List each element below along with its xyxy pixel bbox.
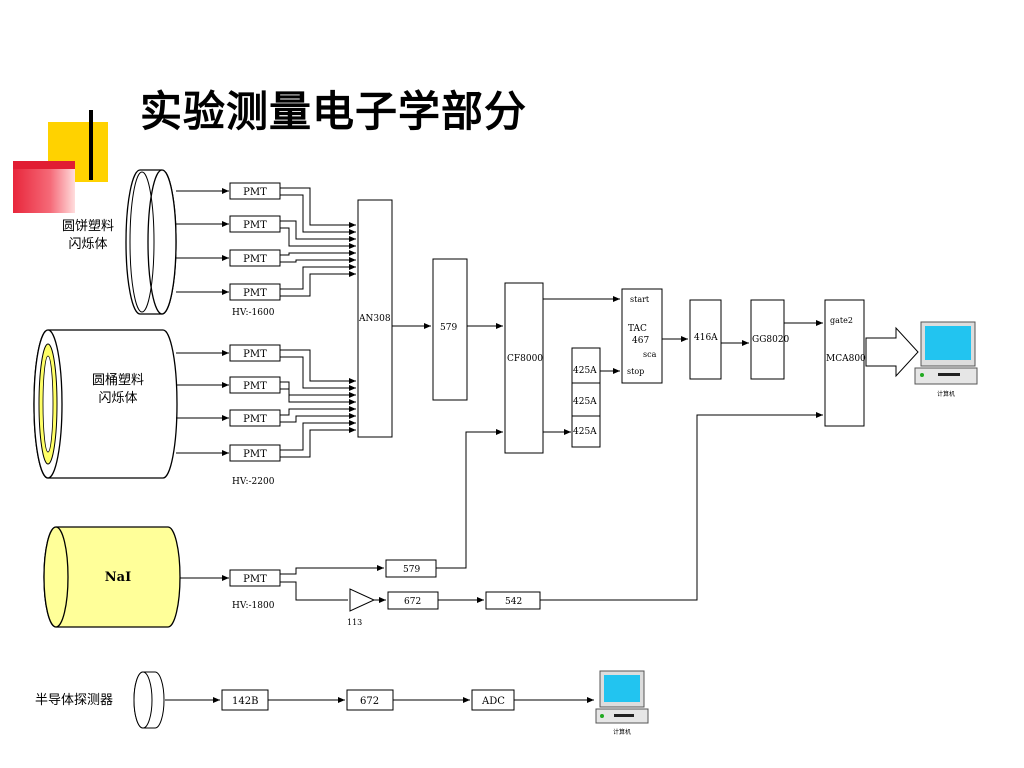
nai-pmt-box bbox=[229, 569, 281, 587]
pmt-label: PMT bbox=[243, 414, 267, 425]
mca-name-label: MCA8000 bbox=[826, 354, 872, 364]
an308-label: AN308 bbox=[358, 314, 391, 324]
m672-semi-label: 672 bbox=[360, 696, 379, 707]
disk-label-line1: 圆饼塑料 bbox=[62, 219, 114, 234]
pmt-box bbox=[229, 344, 281, 362]
m425a-label-2: 425A bbox=[573, 397, 597, 407]
pmt-label: PMT bbox=[243, 254, 267, 265]
pmt-label: PMT bbox=[243, 187, 267, 198]
pmt-box bbox=[229, 376, 281, 394]
cf8000-label: CF8000 bbox=[507, 354, 543, 364]
disk-pmt-group: PMT PMT PMT PMT bbox=[176, 182, 281, 301]
nai-pmt-to-amp-line bbox=[280, 581, 348, 601]
hv-disk-label: HV:-1600 bbox=[232, 308, 275, 318]
adc-label: ADC bbox=[481, 696, 505, 707]
hv-nai-label: HV:-1800 bbox=[232, 601, 275, 611]
m425a-stack bbox=[571, 347, 601, 448]
m542-to-mca-line bbox=[540, 412, 823, 601]
m425a-label-1: 425A bbox=[573, 366, 597, 376]
amp-113-label: 113 bbox=[347, 618, 362, 627]
m579-low-label: 579 bbox=[403, 565, 420, 575]
pmt-label: PMT bbox=[243, 220, 267, 231]
an308-module bbox=[357, 199, 393, 438]
m416a-label: 416A bbox=[694, 333, 718, 343]
gg8020-label: GG8020 bbox=[752, 335, 790, 345]
m142b-label: 142B bbox=[232, 696, 258, 707]
barrel-scintillator bbox=[33, 329, 178, 479]
big-arrow-to-computer bbox=[865, 326, 919, 378]
barrel-to-an308-lines bbox=[280, 349, 356, 458]
tac-name-label: TAC bbox=[628, 324, 647, 334]
pmt-box bbox=[229, 283, 281, 301]
red-decor-bar bbox=[13, 161, 75, 169]
disk-label-line2: 闪烁体 bbox=[68, 237, 107, 252]
m579-low-to-cf8000-line bbox=[436, 429, 503, 569]
mca8000-module bbox=[824, 299, 865, 427]
amp-113-triangle bbox=[349, 588, 376, 612]
pmt-label: PMT bbox=[243, 349, 267, 360]
tac-sca-label: sca bbox=[643, 350, 657, 359]
computer-label-2: 计算机 bbox=[613, 728, 631, 736]
nai-label: NaI bbox=[105, 570, 131, 585]
mca-gate-label: gate2 bbox=[830, 316, 853, 325]
m416a-module bbox=[689, 299, 722, 380]
m425a-label-3: 425A bbox=[573, 427, 597, 437]
gg8020-module bbox=[750, 299, 785, 380]
semi-detector bbox=[133, 671, 165, 729]
semi-detector-label: 半导体探测器 bbox=[35, 693, 113, 708]
pmt-label: PMT bbox=[243, 574, 267, 585]
m672-low-label: 672 bbox=[404, 597, 421, 607]
pmt-label: PMT bbox=[243, 449, 267, 460]
tac-module bbox=[621, 288, 663, 384]
pmt-box bbox=[229, 444, 281, 462]
title-divider-line bbox=[89, 110, 93, 180]
nai-detector bbox=[43, 526, 181, 628]
pmt-box bbox=[229, 249, 281, 267]
pmt-box bbox=[229, 182, 281, 200]
hv-barrel-label: HV:-2200 bbox=[232, 477, 275, 487]
disk-scintillator bbox=[125, 169, 177, 315]
tac-start-label: start bbox=[630, 295, 650, 304]
m579-top-module bbox=[432, 258, 468, 401]
computer-label-1: 计算机 bbox=[937, 390, 955, 398]
nai-pmt-to-579-line bbox=[280, 565, 384, 575]
pmt-label: PMT bbox=[243, 381, 267, 392]
disk-to-an308-lines bbox=[280, 187, 356, 297]
m579-top-label: 579 bbox=[440, 323, 457, 333]
barrel-label-line2: 闪烁体 bbox=[98, 391, 137, 406]
pmt-label: PMT bbox=[243, 288, 267, 299]
tac-num-label: 467 bbox=[632, 336, 649, 346]
slide-title: 实验测量电子学部分 bbox=[140, 87, 528, 136]
tac-stop-label: stop bbox=[627, 367, 644, 376]
m542-label: 542 bbox=[505, 597, 522, 607]
computer-icon bbox=[595, 670, 649, 724]
pmt-box bbox=[229, 409, 281, 427]
cf8000-module bbox=[504, 282, 544, 454]
pmt-box bbox=[229, 215, 281, 233]
barrel-pmt-group: PMT PMT PMT PMT bbox=[176, 344, 281, 462]
barrel-label-line1: 圆桶塑料 bbox=[92, 373, 144, 388]
red-decor-square bbox=[13, 161, 75, 213]
computer-icon bbox=[914, 321, 978, 385]
